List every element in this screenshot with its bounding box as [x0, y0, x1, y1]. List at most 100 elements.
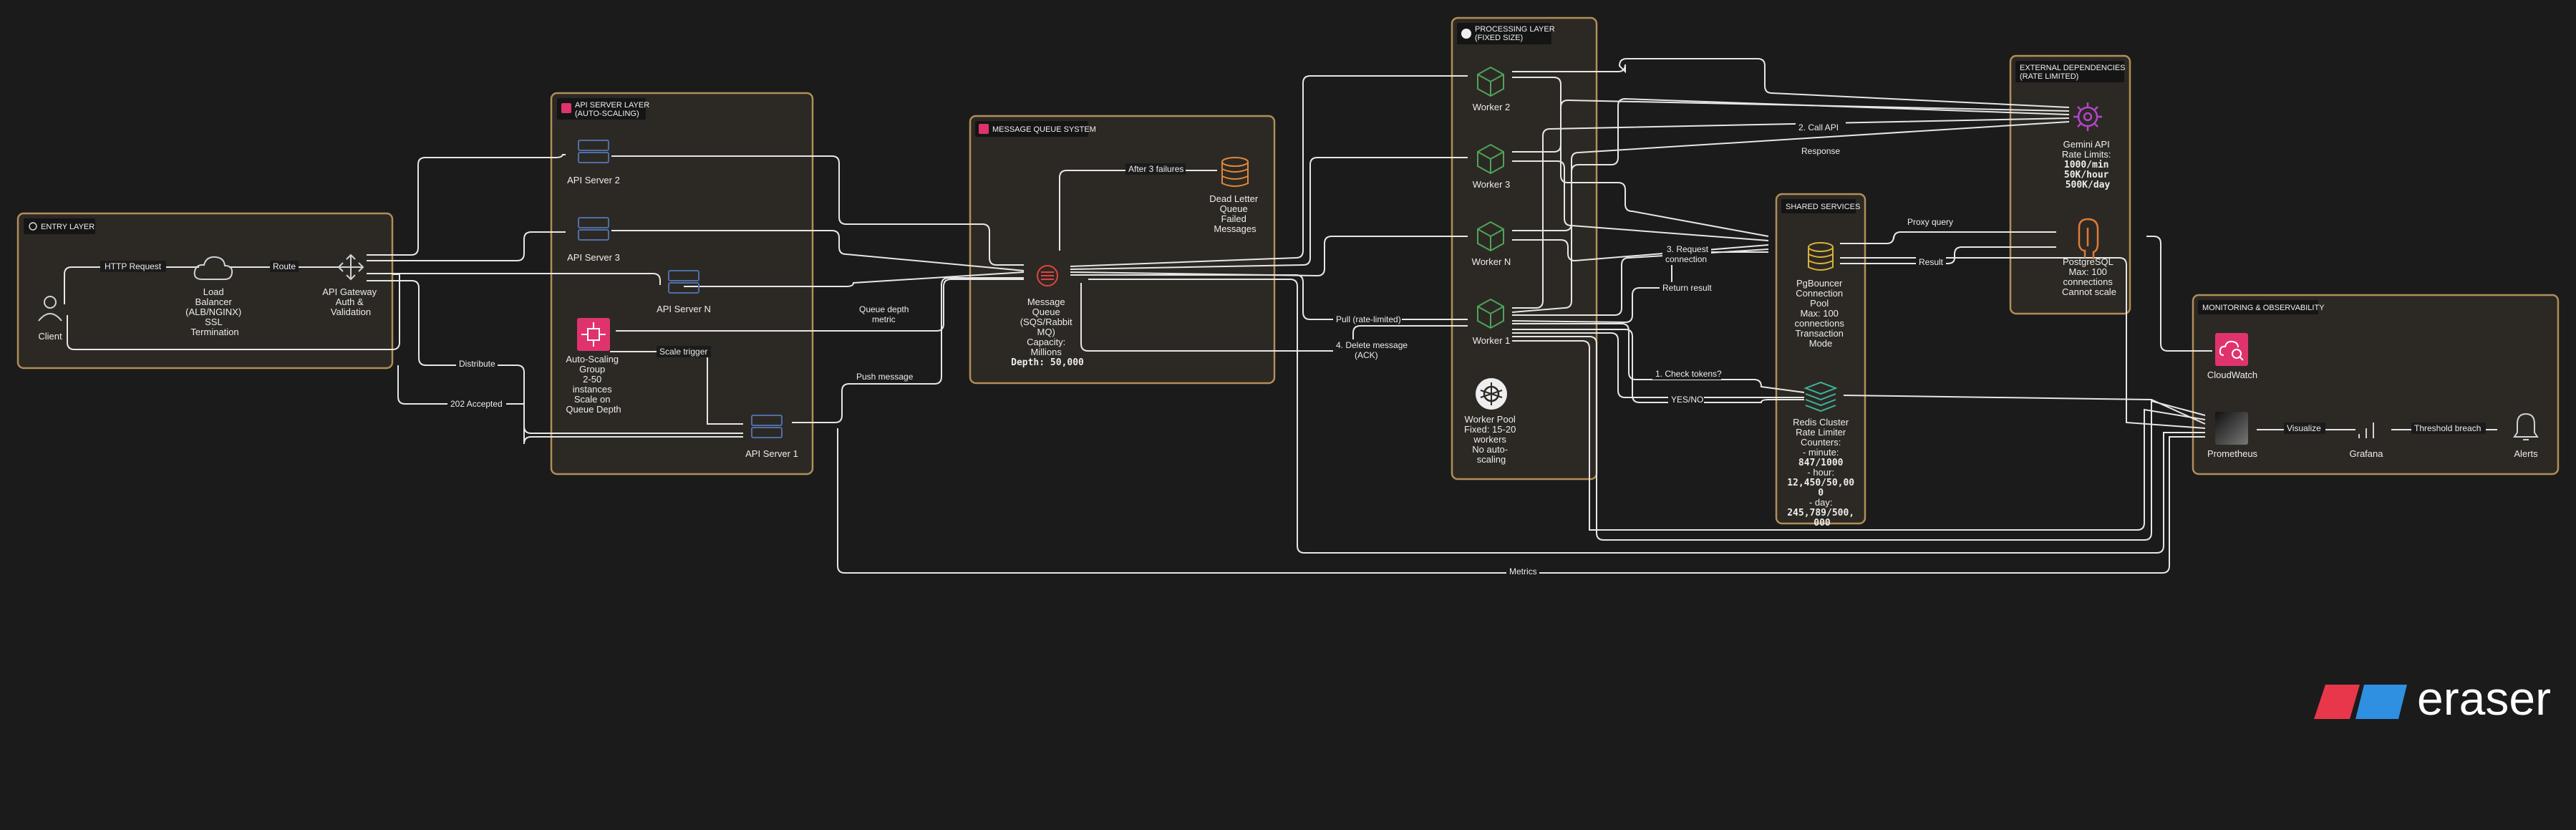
node-dead-letter-queue[interactable]: Dead Letter Queue Failed Messages — [1209, 157, 1261, 234]
kubernetes-icon — [1461, 29, 1471, 39]
redis-label-3: - minute: — [1803, 447, 1839, 458]
node-pgbouncer[interactable]: PgBouncer Connection Pool Max: 100 conne… — [1794, 242, 1846, 349]
label-route: Route — [273, 261, 296, 271]
gemini-label-0: Gemini API — [2063, 139, 2110, 150]
edge-gemini-w1-response — [1511, 121, 2070, 313]
edge-w1-pgb-request — [1512, 248, 1769, 316]
node-worker-2[interactable]: Worker 2 — [1473, 66, 1511, 112]
cube-icon — [1477, 221, 1504, 252]
node-load-balancer[interactable]: Load Balancer (ALB/NGINX) SSL Terminatio… — [185, 256, 244, 337]
eraser-logo[interactable]: eraser — [2314, 672, 2551, 725]
node-grafana[interactable]: Grafana — [2350, 423, 2384, 459]
label-call-api: 2. Call API — [1798, 122, 1839, 132]
label-queue-depth: Queue depth — [859, 304, 909, 314]
edge-api1-mq-push — [792, 277, 1024, 423]
server-stack-icon — [668, 270, 699, 294]
node-api-server-3[interactable]: API Server 3 — [567, 217, 620, 263]
edge-api3-mq — [611, 230, 1025, 271]
dlq-label-3: Messages — [1214, 223, 1256, 234]
node-postgresql[interactable]: PostgreSQL Max: 100 connections Cannot s… — [2062, 218, 2116, 297]
svg-text:CloudWatch: CloudWatch — [2207, 370, 2257, 380]
queue-icon — [1037, 265, 1058, 286]
pgb-label-3: Max: 100 — [1800, 308, 1838, 319]
svg-text:PostgreSQL Max: 100: PostgreSQL Max: 100 connections Cannot s… — [2062, 256, 2116, 297]
edge-wn-gemini — [1512, 97, 2070, 231]
svg-text:Redis Cluster Rate Limit: Redis Cluster Rate Limiter Counters: - m… — [1787, 417, 1857, 529]
node-auto-scaling-group[interactable]: Auto-Scaling Group 2-50 instances Scale … — [566, 318, 621, 415]
edge-w1-redis-2 — [1512, 332, 1804, 398]
svg-text:Worker 1: Worker 1 — [1473, 335, 1511, 346]
node-gemini-api[interactable]: Gemini API Rate Limits: 1000/min 50K/hou… — [2062, 102, 2113, 190]
node-api-server-n[interactable]: API Server N — [657, 270, 711, 314]
pg-label-0: PostgreSQL — [2063, 256, 2113, 267]
group-title-external: EXTERNAL DEPENDENCIES — [2020, 64, 2126, 72]
edge-api-prometheus-metrics — [837, 428, 2205, 574]
lb-label-4: Termination — [190, 327, 238, 337]
apin-label: API Server N — [657, 304, 711, 314]
pg-label-2: connections — [2063, 276, 2113, 287]
edge-w3-mq — [1070, 157, 1468, 270]
node-cloudwatch[interactable]: CloudWatch — [2207, 333, 2257, 380]
lb-label-0: Load — [203, 286, 224, 297]
node-worker-pool[interactable]: Worker Pool Fixed: 15-20 workers No auto… — [1464, 378, 1519, 465]
label-result: Result — [1919, 257, 1944, 267]
edge-gateway-api2 — [367, 153, 566, 256]
node-worker-n[interactable]: Worker N — [1472, 221, 1511, 267]
label-proxy-query: Proxy query — [1907, 217, 1953, 227]
mq-label-1: Queue — [1032, 307, 1060, 317]
lb-label-2: (ALB/NGINX) — [185, 307, 241, 317]
node-api-gateway[interactable]: API Gateway Auth & Validation — [322, 254, 379, 317]
asg-label-0: Auto-Scaling — [566, 354, 619, 365]
node-api-server-2[interactable]: API Server 2 — [567, 140, 620, 185]
cloud-icon — [193, 256, 233, 280]
cube-icon — [1477, 298, 1504, 329]
svg-text:Load Balancer (ALB: Load Balancer (ALB/NGINX) SSL Terminatio… — [185, 286, 244, 337]
node-alerts[interactable]: Alerts — [2513, 412, 2539, 459]
edge-redis-w1-yesno — [1512, 329, 1804, 403]
lb-label-3: SSL — [205, 317, 222, 327]
server-stack-icon — [578, 217, 609, 241]
group-subtitle-api: (AUTO-SCALING) — [575, 110, 639, 118]
svg-text:API Server 3: API Server 3 — [567, 252, 620, 263]
prometheus-label: Prometheus — [2207, 448, 2258, 459]
label-threshold-breach: Threshold breach — [2414, 423, 2481, 433]
group-monitoring: MONITORING & OBSERVABILITY — [2192, 294, 2560, 476]
svg-text:API Server N: API Server N — [657, 304, 711, 314]
pool-label-2: workers — [1473, 434, 1506, 445]
asg-label-1: Group — [579, 364, 605, 375]
redis-label-2: Counters: — [1801, 437, 1841, 448]
svg-text:Worker 2: Worker 2 — [1473, 102, 1511, 112]
gateway-label-2: Validation — [331, 307, 371, 317]
svg-text:API Server 1: API Server 1 — [745, 448, 798, 459]
edge-gateway-apin — [367, 273, 661, 285]
dlq-label-0: Dead Letter — [1209, 193, 1259, 204]
node-client[interactable]: Client — [38, 296, 62, 342]
api2-label: API Server 2 — [567, 175, 620, 185]
node-api-server-1[interactable]: API Server 1 — [745, 415, 798, 459]
mq-label-5: Millions — [1031, 347, 1062, 357]
label-response: Response — [1801, 146, 1840, 156]
node-redis-cluster[interactable]: Redis Cluster Rate Limiter Counters: - m… — [1787, 381, 1857, 529]
edges — [64, 58, 2497, 574]
kubernetes-icon — [1476, 378, 1507, 410]
node-worker-1[interactable]: Worker 1 — [1473, 298, 1511, 346]
redis-label-9: 245,789/500, — [1787, 508, 1854, 518]
w3-label: Worker 3 — [1473, 179, 1511, 190]
cube-icon — [1477, 143, 1504, 175]
svg-text:Worker N: Worker N — [1472, 256, 1511, 267]
label-request: 3. Request — [1667, 244, 1709, 254]
node-worker-3[interactable]: Worker 3 — [1473, 143, 1511, 190]
redis-label-4: 847/1000 — [1798, 458, 1844, 468]
w2-label: Worker 2 — [1473, 102, 1511, 112]
node-message-queue[interactable]: Message Queue (SQS/Rabbit MQ) Capacity: … — [1011, 265, 1084, 368]
group-subtitle-processing: (FIXED SIZE) — [1475, 34, 1523, 42]
database-icon — [1808, 242, 1834, 271]
node-prometheus[interactable]: Prometheus — [2207, 412, 2258, 459]
cube-icon — [1477, 66, 1504, 97]
gear-icon — [2073, 102, 2102, 131]
edge-api2-mq — [611, 155, 1024, 266]
svg-text:Worker Pool Fixed: 15-20: Worker Pool Fixed: 15-20 workers No auto… — [1464, 414, 1519, 465]
svg-text:Worker 3: Worker 3 — [1473, 179, 1511, 190]
edge-client-lb — [64, 266, 199, 304]
